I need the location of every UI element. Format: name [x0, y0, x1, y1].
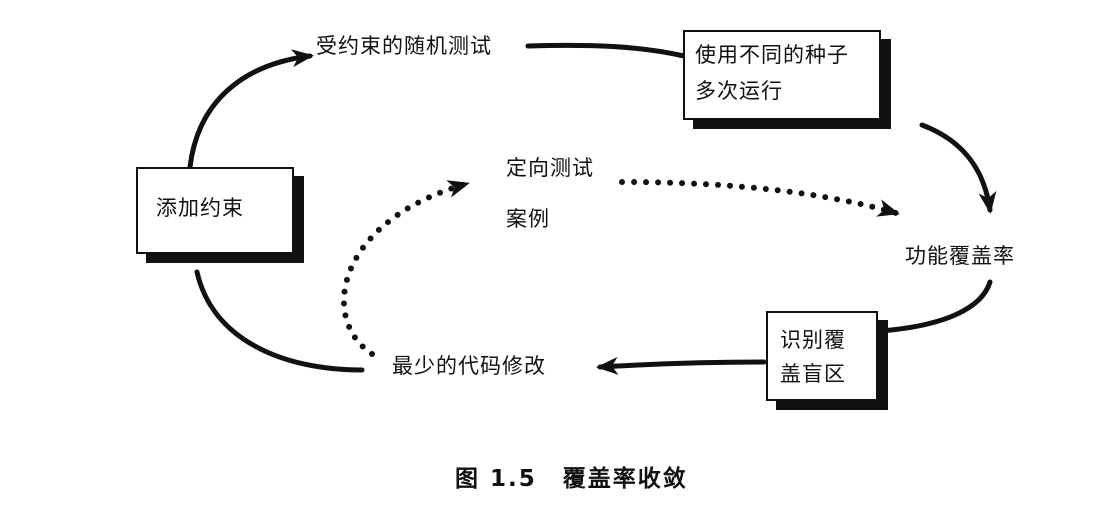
box-add-constraints-label: 添加约束 [156, 196, 244, 220]
box-multi-seed-label-line1: 使用不同的种子 [695, 43, 849, 67]
label-constrained-random-test: 受约束的随机测试 [316, 34, 492, 58]
box-add-constraints: 添加约束 [136, 167, 294, 254]
line-random-to-multi-seed [525, 42, 687, 59]
label-directed-test-line2: 案例 [506, 207, 550, 231]
label-directed-test-line1: 定向测试 [506, 156, 594, 180]
label-functional-coverage: 功能覆盖率 [905, 244, 1015, 268]
dotted-arrow-code-change-to-directed [340, 180, 470, 357]
figure-number: 图 1.5 [455, 466, 537, 492]
arrow-identify-holes-to-code-change [596, 356, 767, 375]
arrow-add-constraints-to-random [187, 49, 314, 170]
box-multi-seed-label-line2: 多次运行 [695, 79, 783, 103]
box-identify-coverage-holes: 识别覆 盖盲区 [766, 311, 878, 401]
label-minimal-code-change: 最少的代码修改 [392, 354, 546, 378]
box-identify-holes-label-line2: 盖盲区 [780, 362, 846, 386]
arrow-multi-seed-to-coverage [919, 122, 997, 214]
line-coverage-to-identify-holes [877, 279, 993, 334]
figure-caption: 图 1.5 覆盖率收敛 [455, 459, 688, 493]
box-identify-holes-label-line1: 识别覆 [780, 328, 846, 352]
box-multi-seed-runs: 使用不同的种子 多次运行 [683, 30, 881, 120]
line-code-change-to-add-constraints [194, 269, 365, 373]
dotted-arrow-directed-to-coverage [619, 179, 900, 217]
figure-title: 覆盖率收敛 [562, 466, 688, 492]
